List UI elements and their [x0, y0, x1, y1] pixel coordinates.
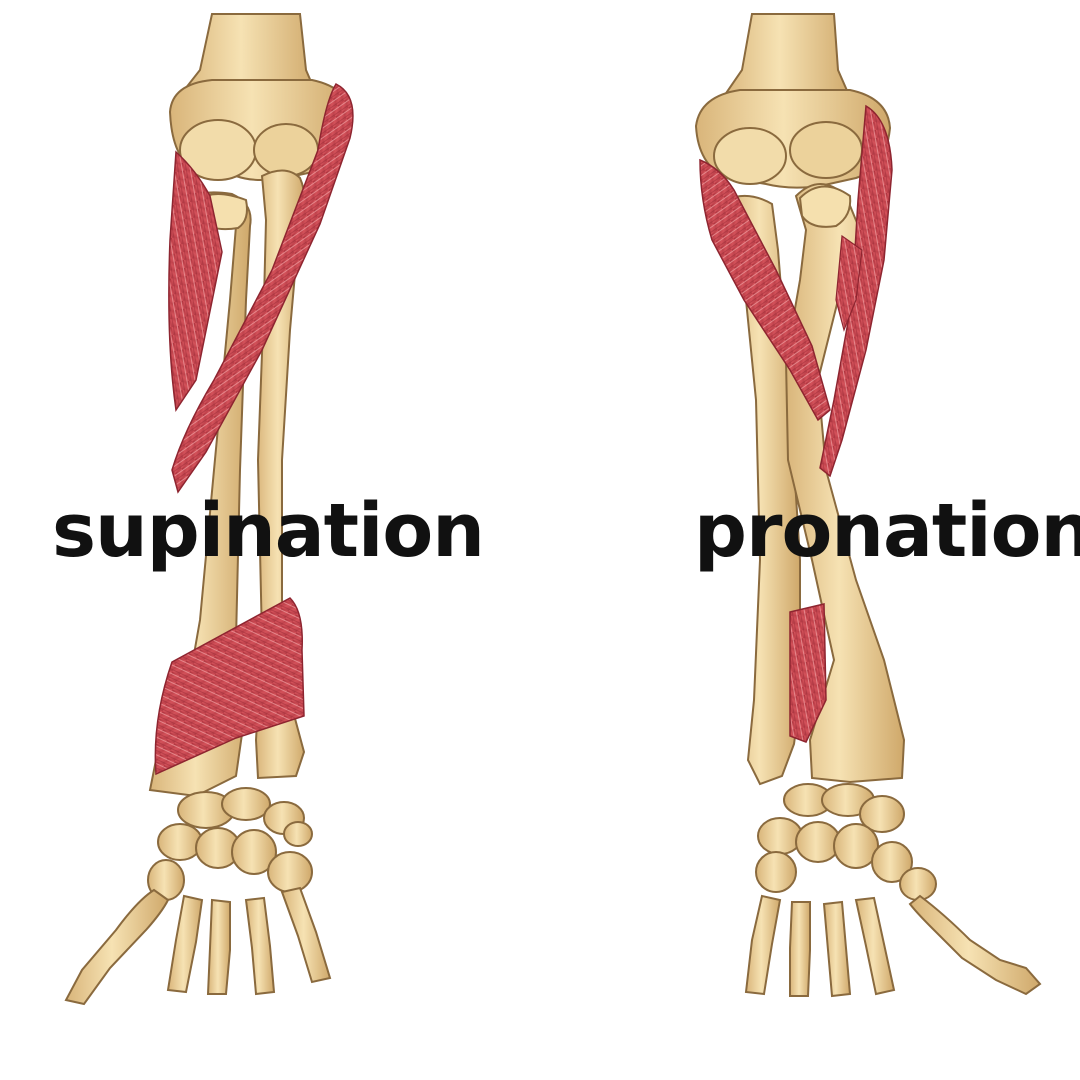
muscle-diagonal-band: [699, 158, 831, 422]
carpal-bones: [147, 787, 313, 901]
metacarpal-bones: [64, 886, 332, 1006]
metacarpal-bones: [744, 894, 1042, 998]
humerus: [718, 13, 854, 103]
muscle-pronator-quadratus: [789, 603, 827, 743]
supination-forearm: [64, 13, 354, 1006]
carpal-bones: [755, 783, 937, 901]
supination-label: supination: [52, 488, 485, 574]
muscle-diagonal-band: [171, 83, 354, 494]
muscle-pronator-quadratus: [154, 597, 305, 776]
pronation-forearm: [694, 13, 1042, 998]
pronation-label: pronation: [694, 488, 1080, 574]
muscle-upper-left: [168, 150, 223, 413]
